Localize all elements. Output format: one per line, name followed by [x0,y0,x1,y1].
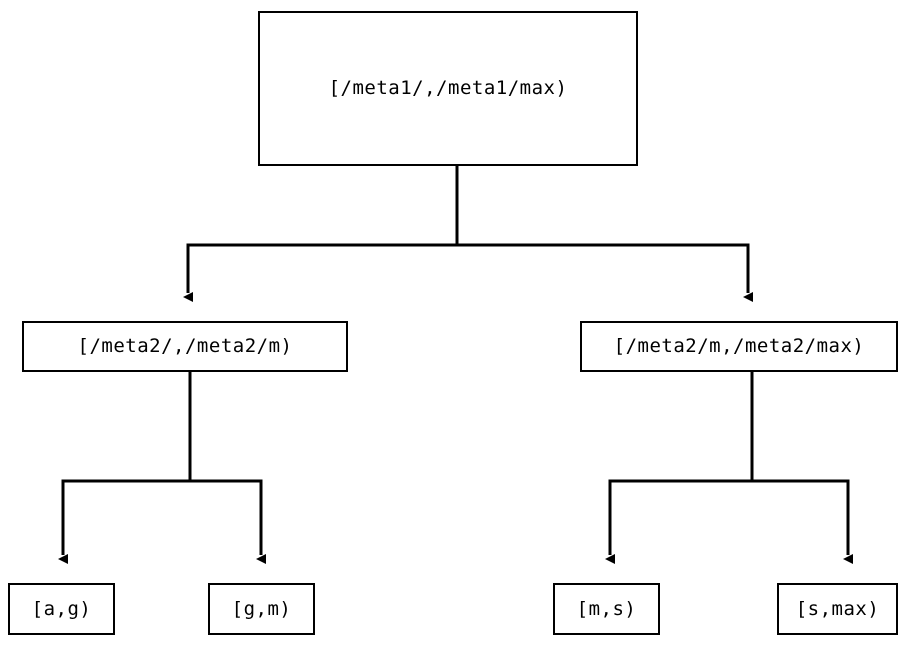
tree-node-root: [/meta1/,/meta1/max) [258,11,638,166]
edge-mid-right-to-leaf-ms [605,372,754,564]
tree-node-mid-left-label: [/meta2/,/meta2/m) [77,335,293,357]
edge-mid-right-to-leaf-smax [750,372,853,564]
tree-node-leaf-gm-label: [g,m) [231,597,292,620]
tree-node-leaf-smax-label: [s,max) [795,597,880,620]
tree-node-leaf-gm: [g,m) [208,583,315,635]
edge-mid-left-to-leaf-gm [188,372,266,564]
edge-root-to-mid-right [455,166,753,302]
tree-node-leaf-ag: [a,g) [8,583,115,635]
tree-node-leaf-ag-label: [a,g) [31,597,92,620]
tree-node-mid-right-label: [/meta2/m,/meta2/max) [613,335,865,357]
tree-node-leaf-ms-label: [m,s) [576,597,637,620]
tree-node-mid-left: [/meta2/,/meta2/m) [22,321,348,372]
tree-node-root-label: [/meta1/,/meta1/max) [328,77,568,99]
tree-node-mid-right: [/meta2/m,/meta2/max) [580,321,898,372]
tree-node-leaf-ms: [m,s) [553,583,660,635]
edge-mid-left-to-leaf-ag [58,372,192,564]
tree-node-leaf-smax: [s,max) [777,583,898,635]
edge-root-to-mid-left [183,166,459,302]
